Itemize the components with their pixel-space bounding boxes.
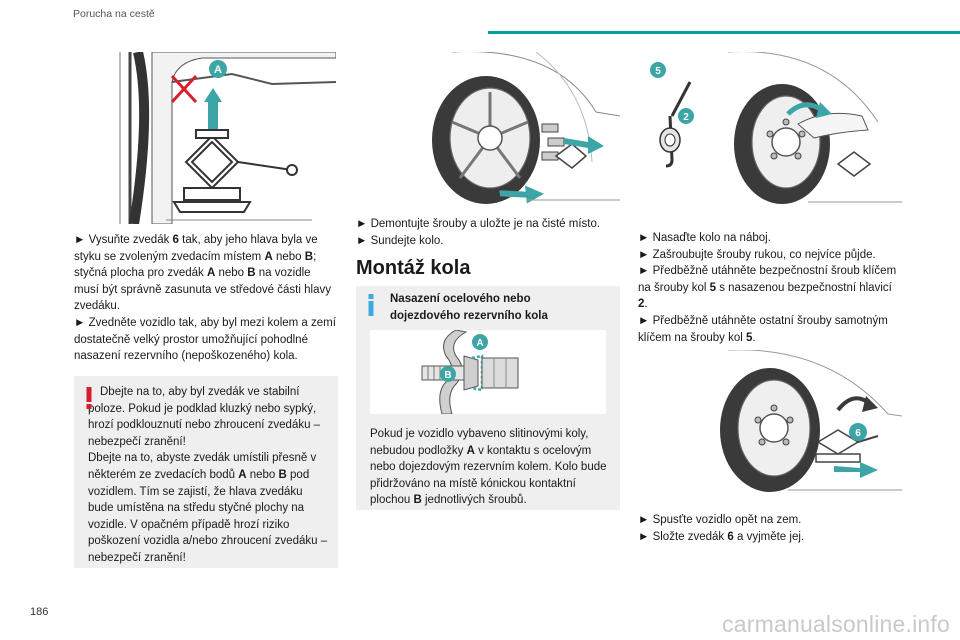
step-fit-wheel: ► Nasaďte kolo na náboj.	[638, 232, 771, 244]
callout-a: A	[476, 338, 483, 349]
step-tighten-security-bolt: ► Předběžně utáhněte bezpečnostní šroub …	[638, 265, 897, 311]
step-fold-jack: ► Složte zvedák 6 a vyjměte jej.	[638, 530, 805, 543]
page-header-title: Porucha na cestě	[73, 8, 155, 20]
warning-exclamation-icon	[86, 387, 92, 409]
callout-5: 5	[655, 66, 661, 77]
step-screw-bolts: ► Zašroubujte šrouby rukou, co nejvíce p…	[638, 248, 876, 261]
bolt-illustration: A B	[370, 329, 606, 415]
warning-box: Dbejte na to, aby byl zvedák ve stabilní…	[74, 376, 338, 568]
step-extend-jack: ► Vysuňte zvedák 6 tak, aby jeho hlava b…	[74, 234, 331, 313]
callout-a: A	[214, 64, 222, 76]
lower-vehicle-illustration: 6	[638, 350, 902, 502]
step-tighten-other-bolts: ► Předběžně utáhněte ostatní šrouby samo…	[638, 314, 888, 344]
step-raise-vehicle: ► Zvedněte vozidlo tak, aby byl mezi kol…	[74, 316, 336, 363]
wheel-removal-illustration	[356, 52, 620, 204]
header-accent-bar	[488, 31, 960, 34]
section-title-mount-wheel: Montáž kola	[356, 257, 471, 279]
warning-text-stability: Dbejte na to, aby byl zvedák ve stabilní…	[88, 386, 321, 448]
warning-text-position: Dbejte na to, abyste zvedák umístili pře…	[88, 452, 328, 564]
info-box-title: Nasazení ocelového nebo dojezdového reze…	[390, 293, 548, 322]
step-remove-bolts: ► Demontujte šrouby a uložte je na čisté…	[356, 218, 601, 230]
step-lower-vehicle: ► Spusťte vozidlo opět na zem.	[638, 514, 802, 526]
callout-2: 2	[683, 112, 689, 123]
page-number: 186	[30, 606, 49, 618]
wheel-mount-illustration: 5 2	[638, 52, 902, 204]
info-icon	[368, 294, 374, 316]
step-remove-wheel: ► Sundejte kolo.	[356, 234, 444, 247]
jack-illustration: A	[112, 52, 336, 224]
watermark: carmanualsonline.info	[722, 611, 950, 637]
callout-6: 6	[855, 428, 861, 439]
info-box-text: Pokud je vozidlo vybaveno slitinovými ko…	[370, 428, 607, 507]
info-box: Nasazení ocelového nebo dojezdového reze…	[356, 286, 620, 510]
callout-b: B	[444, 370, 451, 381]
